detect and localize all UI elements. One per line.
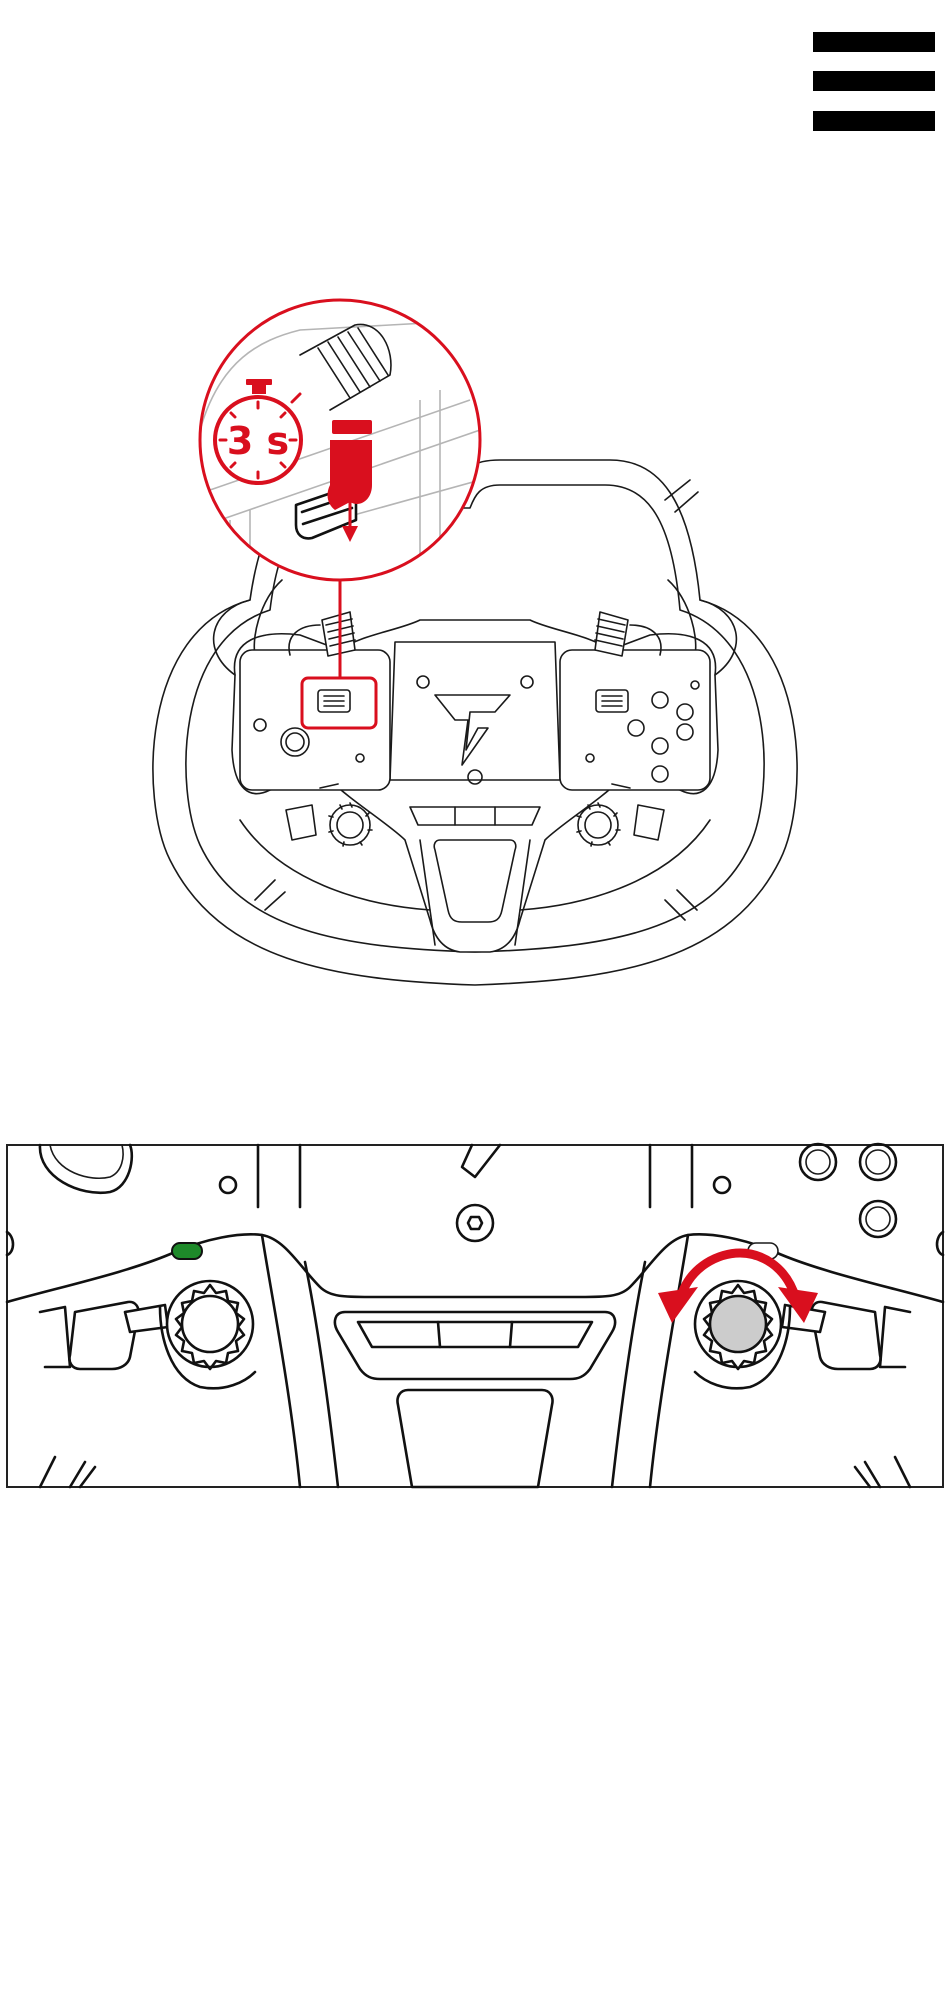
zoom-callout: 3 s — [200, 300, 480, 580]
status-led — [172, 1243, 202, 1259]
center-plate — [390, 642, 560, 780]
timer-label: 3 s — [227, 419, 289, 463]
steering-wheel-illustration: 3 s — [0, 280, 950, 990]
finger-press-icon — [328, 440, 372, 510]
left-encoder-closeup — [167, 1281, 253, 1369]
wheel-closeup-illustration — [0, 1137, 950, 1489]
right-encoder-closeup[interactable] — [695, 1281, 781, 1369]
hamburger-menu-button[interactable] — [810, 28, 940, 138]
hamburger-menu-icon — [813, 32, 935, 52]
